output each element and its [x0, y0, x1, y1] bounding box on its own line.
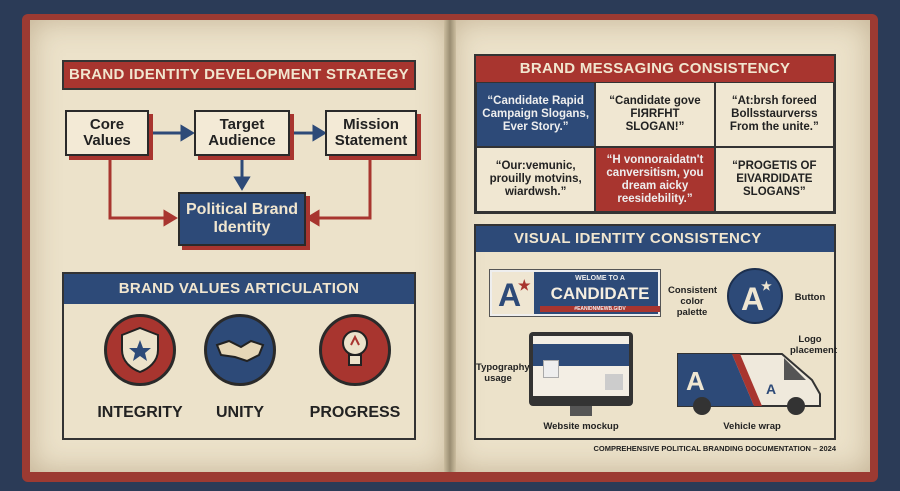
note-typography: Typography usage: [476, 362, 530, 384]
message-cell: “Candidate Rapid Campaign Slogans, Ever …: [476, 82, 596, 147]
svg-text:A: A: [741, 281, 764, 316]
footer-text: COMPREHENSIVE POLITICAL BRANDING DOCUMEN…: [593, 444, 836, 453]
logo-a-star-icon: A★: [492, 272, 534, 314]
message-cell: “Candidate gove FIЯRFHT SLOGAN!”: [595, 82, 715, 147]
value-progress: PROGRESS: [309, 404, 401, 421]
value-unity: UNITY: [216, 404, 264, 421]
note-vehicle: Vehicle wrap: [723, 421, 781, 432]
messaging-title: BRAND MESSAGING CONSISTENCY: [476, 56, 834, 82]
monitor-stand: [570, 406, 592, 416]
campaign-button: A★: [727, 268, 783, 324]
banner-sub-text: #EANIDNMEWB.GIDV: [540, 306, 660, 312]
note-palette: Consistent color palette: [668, 285, 718, 318]
flow-core-values: Core Values: [65, 110, 149, 156]
value-integrity: INTEGRITY: [97, 404, 183, 421]
campaign-banner: A★ WELOME TO A CANDIDATE #EANIDNMEWB.GID…: [490, 270, 660, 316]
svg-text:★: ★: [761, 279, 772, 293]
note-button: Button: [794, 292, 826, 303]
message-cell: “PROGETIS OF EIVARDIDATE SLOGANS”: [714, 147, 834, 212]
shield-star-icon: [104, 314, 176, 386]
svg-text:★: ★: [518, 277, 531, 293]
values-frame: [62, 272, 416, 440]
left-page: [30, 20, 448, 472]
svg-text:A: A: [766, 381, 776, 397]
message-cell: “At:brsh foreed Bollsstaurverss From the…: [714, 82, 834, 147]
website-mockup: [529, 332, 633, 406]
book-spine: [444, 20, 456, 472]
svg-text:A: A: [686, 366, 705, 396]
visual-title: VISUAL IDENTITY CONSISTENCY: [476, 226, 834, 252]
note-website: Website mockup: [543, 421, 619, 432]
message-cell: “H vonnoraidatn't canversitism, you drea…: [595, 147, 715, 212]
vehicle-wrap-van: A A: [677, 353, 821, 415]
visual-frame: [474, 224, 836, 440]
svg-text:A: A: [498, 277, 521, 313]
banner-top-text: WELOME TO A: [575, 275, 625, 282]
flow-target-audience: Target Audience: [194, 110, 290, 156]
lightbulb-icon: [319, 314, 391, 386]
flow-mission-statement: Mission Statement: [325, 110, 417, 156]
handshake-icon: [204, 314, 276, 386]
values-title: BRAND VALUES ARTICULATION: [64, 274, 414, 304]
strategy-title: BRAND IDENTITY DEVELOPMENT STRATEGY: [62, 60, 416, 90]
banner-main-text: CANDIDATE: [550, 284, 650, 303]
messaging-grid: “Candidate Rapid Campaign Slogans, Ever …: [476, 82, 834, 212]
message-cell: “Our:vemunic, prouilly motvins, wiardwsh…: [476, 147, 596, 212]
flow-political-brand-identity: Political Brand Identity: [178, 192, 306, 246]
note-logo: Logo placement: [790, 334, 837, 356]
